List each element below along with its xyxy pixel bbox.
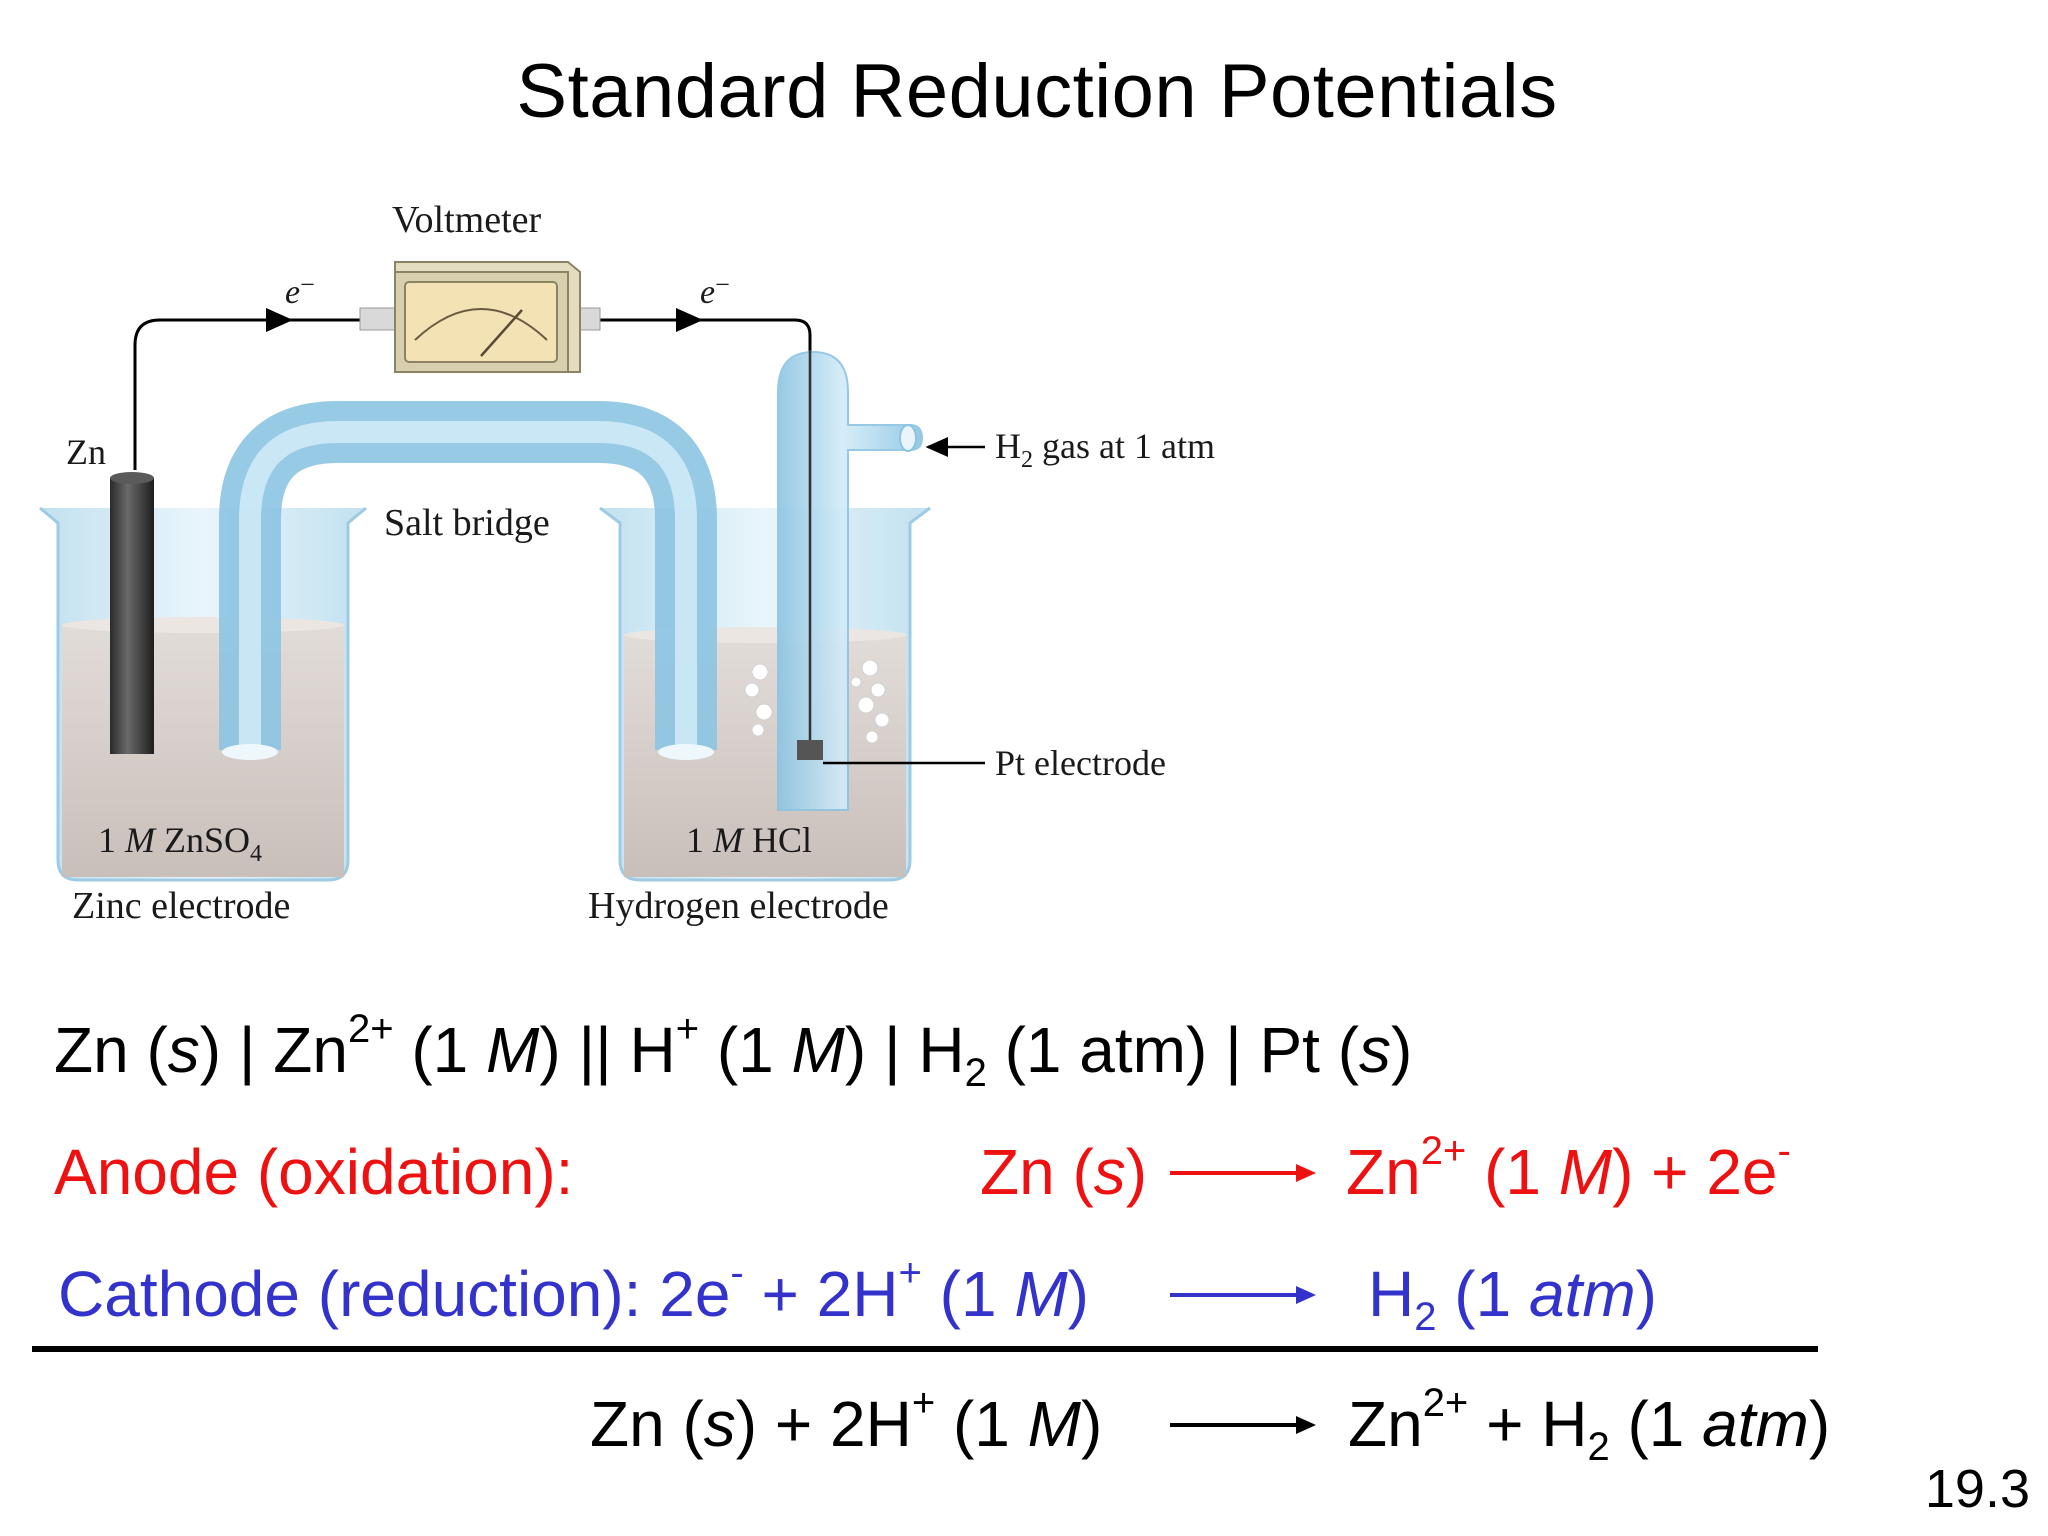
- electrochemical-cell-diagram: e− e− Voltmeter Zn Salt bridge: [39, 199, 1215, 927]
- znso4-label: 1 M ZnSO4: [98, 820, 262, 867]
- callout-lines: [823, 437, 985, 765]
- left-beaker: [39, 472, 367, 882]
- hcl-label: 1 M HCl: [686, 820, 812, 860]
- pt-electrode-label: Pt electrode: [995, 743, 1166, 783]
- overall-products: Zn2+ + H2 (1 atm): [1348, 1381, 1831, 1469]
- voltmeter-label: Voltmeter: [392, 199, 542, 241]
- voltmeter-device: [359, 261, 601, 373]
- electron-label-right: e−: [700, 270, 730, 311]
- salt-bridge-label: Salt bridge: [384, 502, 550, 544]
- h2-gas-label: H2 gas at 1 atm: [995, 426, 1215, 473]
- electron-label-left: e−: [285, 270, 315, 311]
- summation-rule: [32, 1346, 1818, 1352]
- anode-reactant: Zn (s): [980, 1136, 1148, 1208]
- overall-arrow: [1170, 1416, 1316, 1434]
- overall-reactants: Zn (s) + 2H+ (1 M): [590, 1381, 1103, 1460]
- anode-label: Anode (oxidation):: [54, 1136, 574, 1208]
- page-number: 19.3: [1924, 1459, 2030, 1519]
- cathode-product: H2 (1 atm): [1368, 1258, 1657, 1339]
- cell-notation: Zn (s) | Zn2+ (1 M) || H+ (1 M) | H2 (1 …: [54, 1007, 1413, 1095]
- zinc-electrode-label: Zinc electrode: [72, 885, 290, 927]
- zn-electrode-label: Zn: [66, 432, 106, 472]
- anode-product: Zn2+ (1 M) + 2e-: [1346, 1129, 1791, 1208]
- cathode-arrow: [1170, 1286, 1316, 1304]
- salt-bridge-tube: [219, 401, 717, 760]
- slide-title: Standard Reduction Potentials: [516, 49, 1558, 134]
- hydrogen-electrode-tube: [744, 350, 924, 811]
- external-wire: [133, 308, 812, 742]
- hydrogen-electrode-label: Hydrogen electrode: [588, 885, 889, 927]
- cathode-equation-left: Cathode (reduction): 2e- + 2H+ (1 M): [58, 1251, 1089, 1330]
- anode-arrow: [1170, 1164, 1316, 1182]
